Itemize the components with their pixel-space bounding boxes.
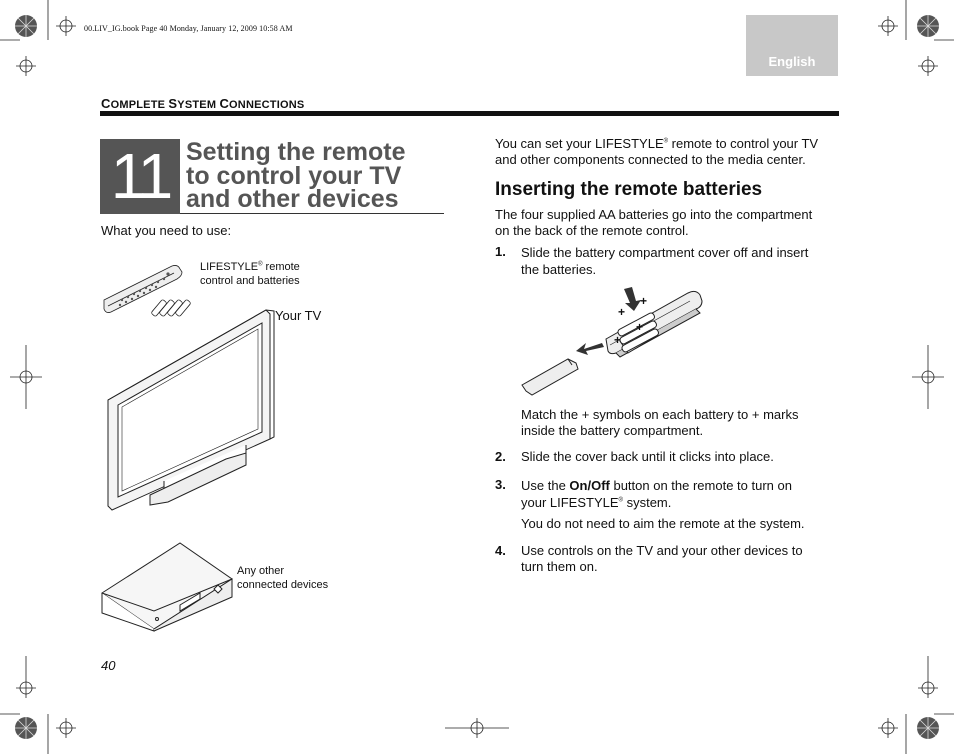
devices-illustration	[101, 542, 233, 632]
plus-mark: +	[614, 333, 622, 347]
page-number: 40	[101, 658, 116, 673]
step-text: Use controls on the TV and your other de…	[521, 543, 803, 574]
step-note: You do not need to aim the remote at the…	[521, 516, 805, 531]
language-tab-label: English	[768, 54, 816, 69]
chapter-number: 11	[100, 139, 180, 214]
plus-mark: +	[640, 294, 648, 308]
devices-label: Any other connected devices	[237, 565, 329, 591]
remote-and-batteries-illustration	[103, 265, 191, 317]
tv-illustration	[107, 309, 275, 511]
step-text: Slide the battery compartment cover off …	[521, 245, 809, 277]
tv-label: Your TV	[275, 308, 322, 323]
step-number: 4.	[495, 543, 506, 558]
step-number: 2.	[495, 449, 506, 464]
match-note: Match the + symbols on each battery to +…	[521, 407, 799, 438]
chapter-title-line: and other devices	[186, 185, 399, 213]
chapter-title: Setting the remote to control your TV an…	[186, 138, 446, 213]
chapter-title-line: to control your TV	[186, 161, 402, 190]
file-info-line: 00.LIV_IG.book Page 40 Monday, January 1…	[84, 24, 293, 33]
section-title: COMPLETE SYSTEM CONNECTIONS	[101, 96, 305, 111]
title-rule	[180, 213, 444, 214]
chapter-title-line: Setting the remote	[186, 138, 406, 166]
section-rule	[100, 111, 839, 116]
step-number: 1.	[495, 244, 506, 259]
step-text: Slide the cover back until it clicks int…	[521, 449, 774, 464]
intro-paragraph: You can set your LIFESTYLE® remote to co…	[495, 136, 819, 167]
what-you-need-label: What you need to use:	[101, 223, 232, 238]
battery-insertion-illustration	[521, 287, 703, 396]
step-text: Use the On/Off button on the remote to t…	[521, 478, 792, 510]
step-number: 3.	[495, 477, 506, 492]
remote-label: LIFESTYLE® remote control and batteries	[200, 261, 300, 287]
language-tab: English	[746, 15, 838, 76]
subheading: Inserting the remote batteries	[495, 179, 763, 200]
batteries-paragraph: The four supplied AA batteries go into t…	[495, 207, 813, 238]
plus-mark: +	[618, 305, 626, 319]
plus-mark: +	[636, 320, 644, 334]
